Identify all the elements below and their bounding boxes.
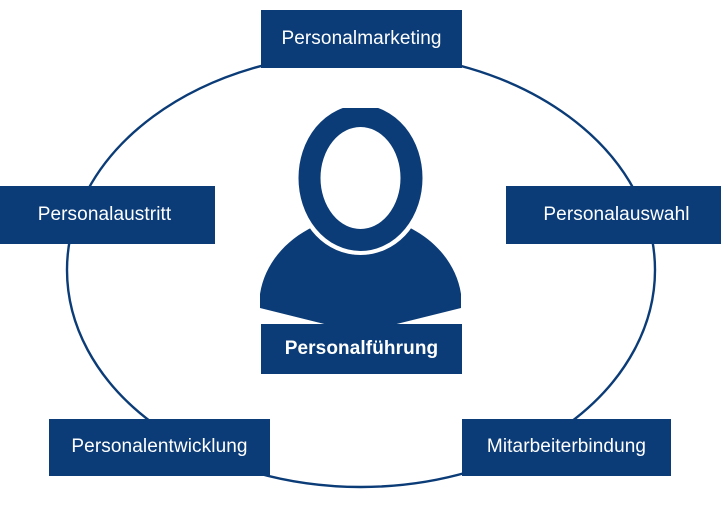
- node-personalaustritt[interactable]: Personalaustritt: [0, 186, 215, 244]
- node-label: Personalentwicklung: [71, 436, 248, 458]
- node-label: Personalmarketing: [281, 27, 442, 49]
- person-shoulders: [260, 216, 461, 333]
- node-personalentwicklung[interactable]: Personalentwicklung: [49, 419, 270, 476]
- node-label: Mitarbeiterbindung: [486, 436, 647, 458]
- person-icon: [260, 108, 461, 333]
- node-personalmarketing[interactable]: Personalmarketing: [261, 10, 462, 68]
- node-label: Personalführung: [284, 337, 439, 359]
- node-personalauswahl[interactable]: Personalauswahl: [506, 186, 721, 244]
- node-personalfuehrung[interactable]: Personalführung: [261, 324, 462, 374]
- person-head-ring: [298, 108, 423, 251]
- node-label: Personalaustritt: [37, 203, 172, 225]
- node-mitarbeiterbindung[interactable]: Mitarbeiterbindung: [462, 419, 671, 476]
- node-label: Personalauswahl: [543, 203, 690, 225]
